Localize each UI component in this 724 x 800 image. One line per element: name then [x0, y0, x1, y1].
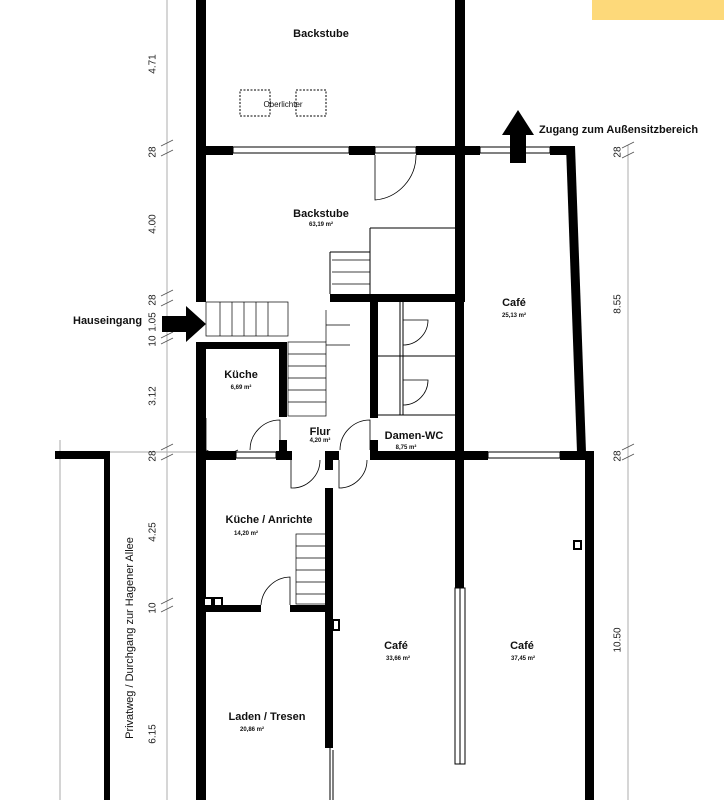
room-kueche-area: 6,69 m²: [230, 385, 252, 391]
room-backstube-area: 63,19 m²: [308, 222, 334, 228]
room-kueche: Küche: [224, 369, 258, 381]
entrance-label: Hauseingang: [73, 315, 143, 327]
column-details: [203, 540, 582, 631]
room-kueche-anrichte: Küche / Anrichte: [225, 514, 313, 526]
dim-left-8: 28: [147, 450, 159, 462]
dimension-lines: [160, 0, 635, 800]
dim-left-3: 4.00: [147, 214, 159, 234]
dim-left-4: 28: [147, 294, 159, 306]
dim-right-4: 10.50: [612, 627, 624, 653]
outdoor-access-label: Zugang zum Außensitzbereich: [539, 124, 699, 136]
dim-left-6: 10: [147, 335, 159, 347]
interior-lines: [329, 227, 455, 800]
accent-bar: [592, 0, 724, 20]
doors: [205, 154, 429, 606]
walls: [55, 0, 594, 800]
dim-right-2: 8.55: [612, 294, 624, 314]
skylights: [239, 89, 327, 117]
dim-left-7: 3.12: [147, 386, 159, 406]
room-damen-wc: Damen-WC: [384, 430, 444, 442]
room-flur: Flur: [309, 426, 331, 438]
room-flur-area: 4,20 m²: [309, 438, 331, 444]
dim-left-1: 4.71: [147, 54, 159, 74]
room-kueche-anrichte-area: 14,20 m²: [233, 531, 259, 537]
room-laden: Laden / Tresen: [228, 711, 306, 723]
room-cafe-right-area: 37,45 m²: [510, 656, 536, 662]
dim-left-2: 28: [147, 146, 159, 158]
skylight-label: Oberlichter: [263, 100, 303, 109]
room-cafe-middle: Café: [384, 640, 408, 652]
outdoor-access-arrow: [502, 110, 534, 163]
stairs: [205, 259, 370, 605]
room-cafe-middle-area: 33,66 m²: [385, 656, 411, 662]
room-cafe-right: Café: [510, 640, 534, 652]
dim-right-3: 28: [612, 450, 624, 462]
room-backstube-top: Backstube: [293, 28, 349, 40]
room-cafe-upper-area: 25,13 m²: [501, 313, 527, 319]
dim-left-9: 4.25: [147, 522, 159, 542]
private-way-label: Privatweg / Durchgang zur Hagener Allee: [124, 537, 136, 739]
room-backstube: Backstube: [293, 208, 349, 220]
dim-right-1: 28: [612, 146, 624, 158]
room-cafe-upper: Café: [502, 297, 526, 309]
arrows: [162, 110, 534, 342]
dim-left-11: 6.15: [147, 724, 159, 744]
entrance-arrow: [162, 306, 206, 342]
room-damen-wc-area: 8,75 m²: [395, 445, 417, 451]
dim-left-5: 1.05: [147, 312, 159, 332]
room-laden-area: 20,86 m²: [239, 727, 265, 733]
dim-left-10: 10: [147, 602, 159, 614]
